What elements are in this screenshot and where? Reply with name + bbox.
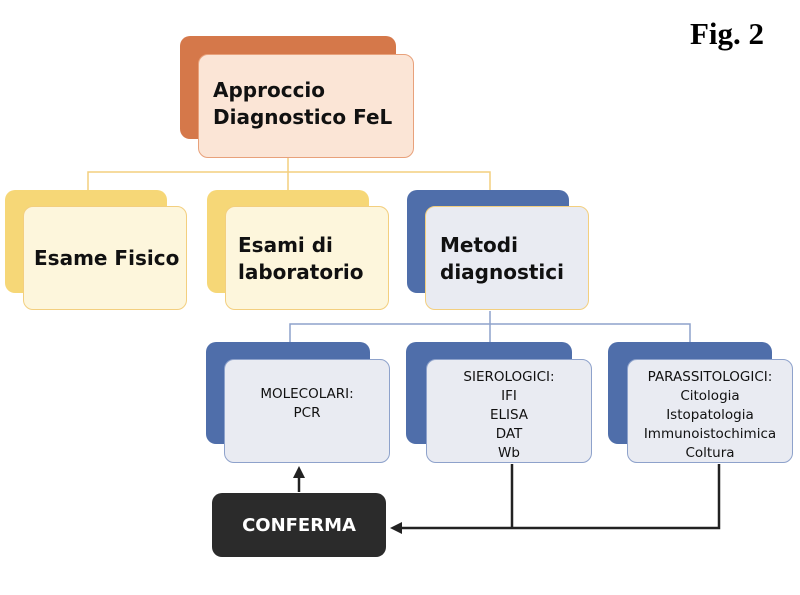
parassitologici-item-citologia: Citologia [680,388,740,404]
metodi-diagnostici-line-1: Metodi [440,233,518,257]
root-node: Approccio Diagnostico FeL [198,54,414,158]
metodi-diagnostici-line-2: diagnostici [440,260,564,284]
sierologici-item-elisa: ELISA [489,407,529,423]
parassitologici-title: PARASSITOLOGICI: [647,369,773,385]
sierologici-item-dat: DAT [495,426,523,442]
sierologici-item-ifi: IFI [501,388,517,404]
parassitologici-item-coltura: Coltura [685,445,735,461]
molecolari-item-pcr: PCR [293,405,321,421]
root-line-2: Diagnostico FeL [213,105,393,129]
molecolari-node: MOLECOLARI: PCR [224,359,390,463]
parassitologici-node: PARASSITOLOGICI: Citologia Istopatologia… [627,359,793,463]
esami-laboratorio-line-2: laboratorio [238,260,364,284]
esame-fisico-label: Esame Fisico [34,246,180,270]
esame-fisico-node: Esame Fisico [23,206,187,310]
sierologici-node: SIEROLOGICI: IFI ELISA DAT Wb [426,359,592,463]
metodi-diagnostici-node: Metodi diagnostici [425,206,589,310]
molecolari-title: MOLECOLARI: [260,386,354,402]
conferma-box: CONFERMA [212,493,386,557]
conferma-label: CONFERMA [242,514,356,536]
root-line-1: Approccio [213,78,326,102]
sierologici-item-wb: Wb [498,445,520,461]
parassitologici-item-istopatologia: Istopatologia [666,407,754,423]
arrow-left-head [390,522,402,534]
esami-laboratorio-node: Esami di laboratorio [225,206,389,310]
parassitologici-item-immunoistochimica: Immunoistochimica [643,426,777,442]
esami-laboratorio-line-1: Esami di [238,233,333,257]
connector-root-level1 [87,158,491,190]
figure-label: Fig. 2 [690,16,765,51]
arrow-parassitologici-line [400,464,721,530]
sierologici-title: SIEROLOGICI: [463,369,555,385]
arrow-up-head [293,466,305,478]
connector-level1-level2 [289,311,691,342]
